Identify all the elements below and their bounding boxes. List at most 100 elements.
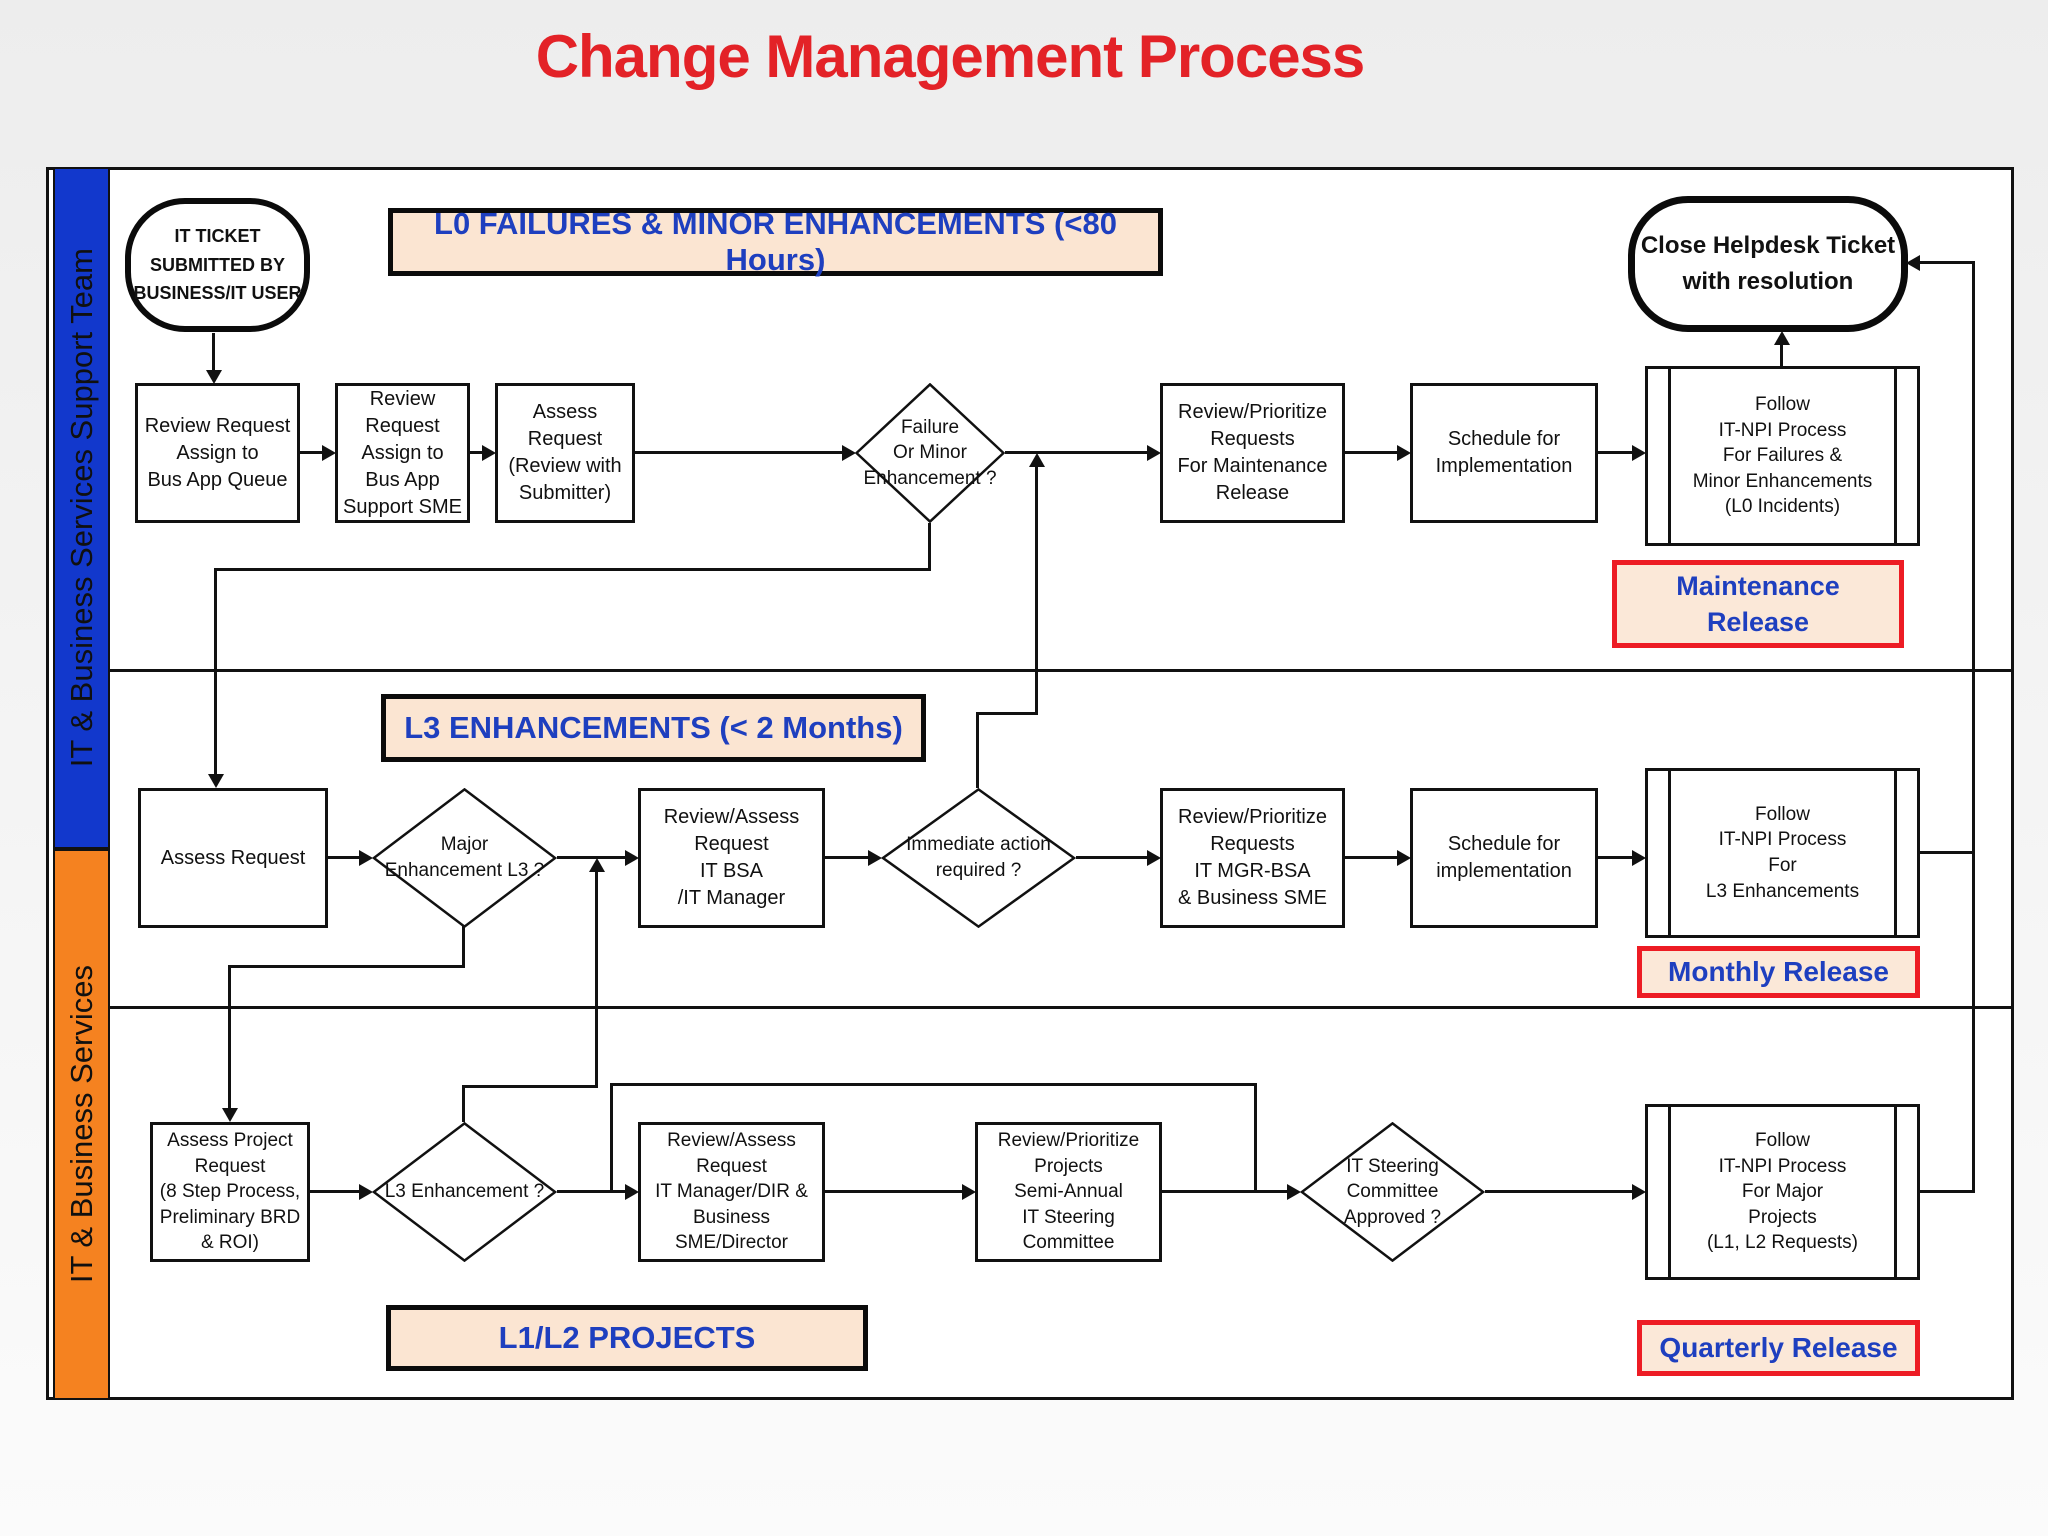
process-assess-submitter: Assess Request (Review with Submitter) <box>495 383 635 523</box>
release-label: Quarterly Release <box>1659 1332 1898 1363</box>
banner-l3-enhancements: L3 ENHANCEMENTS (< 2 Months) <box>381 694 926 762</box>
arrowhead <box>1029 453 1045 467</box>
connector <box>1162 1190 1290 1193</box>
arrowhead <box>208 774 224 788</box>
connector <box>1485 1190 1635 1193</box>
subprocess-label: Follow IT-NPI Process For L3 Enhancement… <box>1705 803 1860 902</box>
predefined-bar <box>1668 1107 1671 1277</box>
decision-failure-or-minor: Failure Or Minor Enhancement ? <box>855 383 1005 523</box>
connector <box>470 451 484 454</box>
arrowhead <box>1906 255 1920 271</box>
connector <box>976 712 1038 715</box>
subprocess-follow-l3: Follow IT-NPI Process For L3 Enhancement… <box>1645 768 1920 938</box>
tag-monthly-release: Monthly Release <box>1637 946 1920 998</box>
decision-label: Immediate action required ? <box>906 834 1051 881</box>
process-label: Assess Request (Review with Submitter) <box>508 401 622 504</box>
arrowhead <box>1147 445 1161 461</box>
arrowhead <box>222 1108 238 1122</box>
connector <box>595 871 598 1087</box>
connector <box>1780 344 1783 368</box>
swimlane-label-business-services: IT & Business Services <box>53 849 110 1400</box>
connector <box>1920 851 1975 854</box>
banner-l1l2-label: L1/L2 PROJECTS <box>498 1320 756 1355</box>
arrowhead <box>589 858 605 872</box>
arrowhead <box>868 850 882 866</box>
decision-label: IT Steering Committee Approved ? <box>1343 1155 1442 1228</box>
decision-label: Failure Or Minor Enhancement ? <box>863 416 997 489</box>
connector <box>635 451 845 454</box>
process-review-assess-bsa: Review/Assess Request IT BSA /IT Manager <box>638 788 825 928</box>
process-label: Review/Prioritize Requests IT MGR-BSA & … <box>1178 806 1327 909</box>
connector <box>300 451 324 454</box>
connector-feedback <box>1920 261 1975 264</box>
swimlane-label-text: IT & Business Services Support Team <box>63 248 99 768</box>
process-schedule-impl-1: Schedule for Implementation <box>1410 383 1598 523</box>
connector <box>976 714 979 788</box>
arrowhead <box>962 1184 976 1200</box>
start-terminator-label: IT TICKET SUBMITTED BY BUSINESS/IT USER <box>133 225 302 304</box>
diamond-shape <box>881 788 1076 928</box>
process-schedule-impl-2: Schedule for implementation <box>1410 788 1598 928</box>
banner-l0-failures: L0 FAILURES & MINOR ENHANCEMENTS (<80 Ho… <box>388 206 1163 277</box>
connector <box>928 523 931 571</box>
decision-major-enhancement: Major Enhancement L3 ? <box>372 788 557 928</box>
connector-feedback <box>1972 261 1975 1192</box>
lane-separator-2 <box>110 1006 2011 1009</box>
connector <box>1345 451 1400 454</box>
connector <box>462 926 465 968</box>
connector <box>310 1190 363 1193</box>
arrowhead <box>322 445 336 461</box>
process-label: Review/Prioritize Requests For Maintenan… <box>1177 401 1328 504</box>
swimlane-label-text: IT & Business Services <box>63 965 99 1284</box>
tag-maintenance-release: Maintenance Release <box>1612 560 1904 648</box>
release-label: Maintenance Release <box>1676 570 1840 637</box>
connector <box>557 856 627 859</box>
release-label: Monthly Release <box>1668 956 1889 987</box>
connector <box>1076 856 1149 859</box>
decision-immediate-action: Immediate action required ? <box>881 788 1076 928</box>
swimlane-label-support-team: IT & Business Services Support Team <box>53 167 110 849</box>
arrowhead <box>625 850 639 866</box>
predefined-bar <box>1668 771 1671 935</box>
process-label: Review Request Assign to Bus App Queue <box>144 414 291 491</box>
connector <box>1035 466 1038 714</box>
connector <box>1920 1190 1975 1193</box>
process-label: Assess Request <box>160 846 306 869</box>
subprocess-label: Follow IT-NPI Process For Major Projects… <box>1706 1129 1859 1254</box>
arrowhead <box>1632 850 1646 866</box>
arrowhead <box>1147 850 1161 866</box>
end-terminator-close-ticket: Close Helpdesk Ticket with resolution <box>1628 196 1908 332</box>
connector <box>328 856 361 859</box>
process-review-assess-mgr: Review/Assess Request IT Manager/DIR & B… <box>638 1122 825 1262</box>
arrowhead <box>1632 1184 1646 1200</box>
connector <box>228 965 231 1110</box>
predefined-bar <box>1894 771 1897 935</box>
arrowhead <box>1397 850 1411 866</box>
process-label: Review/Prioritize Projects Semi-Annual I… <box>997 1129 1140 1254</box>
arrowhead <box>625 1184 639 1200</box>
process-label: Review/Assess Request IT Manager/DIR & B… <box>655 1129 808 1254</box>
subprocess-follow-l0: Follow IT-NPI Process For Failures & Min… <box>1645 366 1920 546</box>
connector <box>1005 451 1150 454</box>
connector-loop <box>610 1083 1257 1086</box>
predefined-bar <box>1668 369 1671 543</box>
arrowhead <box>1287 1184 1301 1200</box>
connector <box>214 568 931 571</box>
process-label: Review Request Assign to Bus App Support… <box>343 387 462 518</box>
diamond-shape <box>1300 1122 1485 1262</box>
diamond-shape <box>855 383 1005 523</box>
connector <box>1345 856 1400 859</box>
process-rp-projects: Review/Prioritize Projects Semi-Annual I… <box>975 1122 1162 1262</box>
decision-l3-enhancement: L3 Enhancement ? <box>372 1122 557 1262</box>
arrowhead <box>359 850 373 866</box>
decision-label: Major Enhancement L3 ? <box>384 834 545 881</box>
connector <box>462 1085 598 1088</box>
banner-l3-label: L3 ENHANCEMENTS (< 2 Months) <box>404 710 903 745</box>
subprocess-follow-major: Follow IT-NPI Process For Major Projects… <box>1645 1104 1920 1280</box>
start-terminator: IT TICKET SUBMITTED BY BUSINESS/IT USER <box>125 198 310 332</box>
process-label: Schedule for Implementation <box>1435 428 1573 477</box>
connector <box>1598 856 1634 859</box>
connector <box>214 568 217 778</box>
process-review-sme: Review Request Assign to Bus App Support… <box>335 383 470 523</box>
